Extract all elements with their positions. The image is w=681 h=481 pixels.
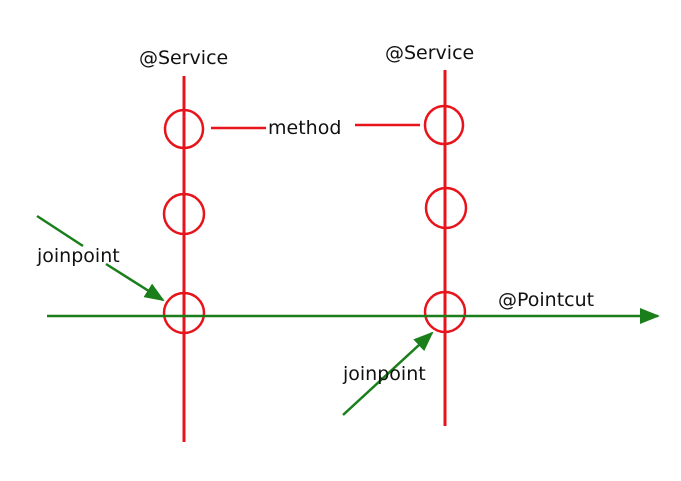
joinpoint-arrow-right bbox=[342, 331, 434, 416]
joinpoint-arrow-left-upper bbox=[36, 214, 84, 248]
joinpoint-label-right: joinpoint bbox=[342, 363, 426, 385]
joinpoint-arrow-left bbox=[105, 262, 165, 302]
method-circle-left-1 bbox=[163, 108, 205, 150]
method-circle-left-2 bbox=[162, 192, 206, 236]
joinpoint-label-left: joinpoint bbox=[36, 245, 120, 267]
method-circle-left-3 bbox=[162, 291, 206, 335]
service-label-right: @Service bbox=[385, 42, 474, 64]
pointcut-label: @Pointcut bbox=[498, 289, 594, 311]
service-label-left: @Service bbox=[139, 47, 228, 69]
method-circle-right-3 bbox=[423, 290, 467, 334]
method-label: method bbox=[268, 117, 341, 139]
method-circle-right-1 bbox=[423, 104, 465, 146]
method-circle-right-2 bbox=[424, 186, 468, 230]
